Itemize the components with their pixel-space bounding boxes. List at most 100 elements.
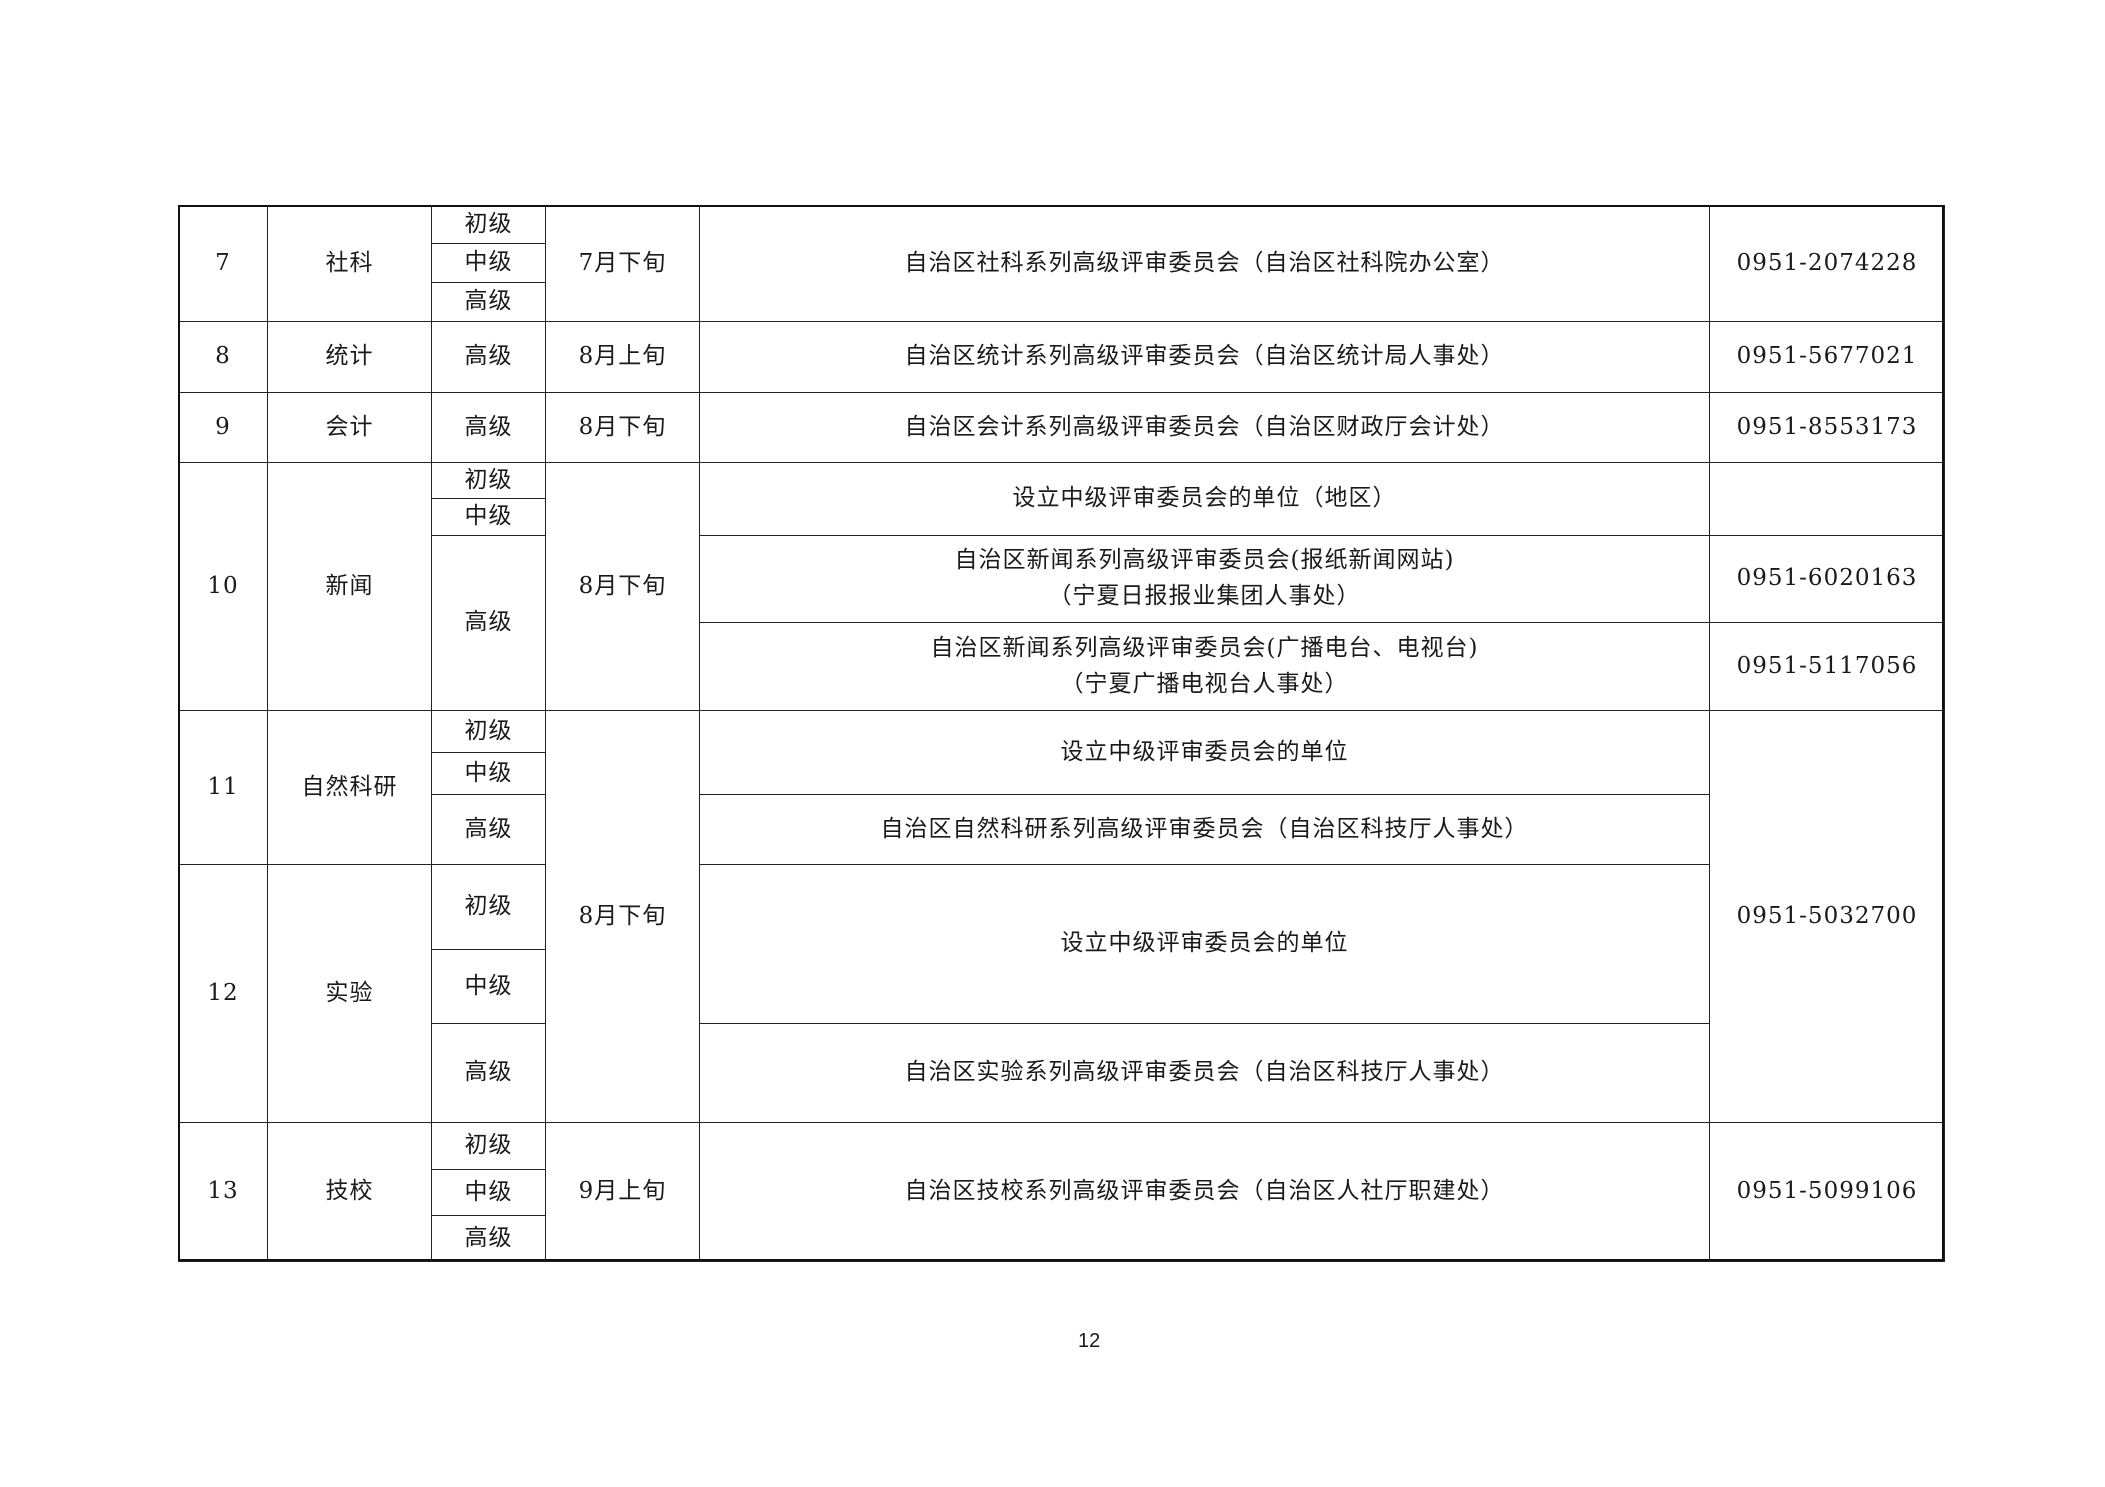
- level: 初级: [464, 893, 513, 920]
- field-name: 统计: [325, 343, 374, 370]
- level-cell: 高级: [431, 1023, 546, 1123]
- review-date-cell: 8月上旬: [545, 321, 700, 393]
- row-number: 8: [215, 343, 231, 370]
- review-date: 8月下旬: [578, 413, 667, 440]
- review-body-cell: 自治区新闻系列高级评审委员会(广播电台、电视台) （宁夏广播电视台人事处）: [699, 622, 1710, 711]
- phone: 0951-6020163: [1736, 565, 1918, 592]
- row-number: 13: [207, 1178, 239, 1205]
- review-body-cell: 自治区社科系列高级评审委员会（自治区社科院办公室）: [699, 205, 1710, 322]
- level-cell: 中级: [431, 949, 546, 1024]
- page-number: 12: [1078, 1330, 1101, 1352]
- field-name: 会计: [325, 413, 374, 440]
- phone-cell: 0951-5117056: [1709, 622, 1945, 711]
- level: 中级: [464, 503, 513, 530]
- review-body: 自治区社科系列高级评审委员会（自治区社科院办公室）: [904, 249, 1505, 276]
- review-date: 8月上旬: [578, 343, 667, 370]
- phone-cell: 0951-5677021: [1709, 321, 1945, 393]
- phone: 0951-2074228: [1736, 249, 1918, 276]
- field-name: 技校: [325, 1178, 374, 1205]
- level: 高级: [464, 288, 513, 315]
- level: 高级: [464, 609, 513, 636]
- review-date: 8月下旬: [578, 572, 667, 599]
- row-number-cell: 7: [178, 205, 268, 322]
- field-name: 实验: [325, 979, 374, 1006]
- review-body: 自治区实验系列高级评审委员会（自治区科技厅人事处）: [904, 1059, 1505, 1086]
- field-name-cell: 实验: [267, 864, 432, 1123]
- review-body: 自治区技校系列高级评审委员会（自治区人社厅职建处）: [904, 1178, 1505, 1205]
- review-body-cell: 自治区会计系列高级评审委员会（自治区财政厅会计处）: [699, 392, 1710, 463]
- phone-cell: 0951-5099106: [1709, 1122, 1945, 1262]
- field-name: 新闻: [325, 572, 374, 599]
- level-cell: 高级: [431, 282, 546, 322]
- field-name: 社科: [325, 249, 374, 276]
- review-date-cell: 8月下旬: [545, 710, 700, 1123]
- level: 高级: [464, 1059, 513, 1086]
- field-name: 自然科研: [301, 773, 398, 800]
- field-name-cell: 统计: [267, 321, 432, 393]
- phone: 0951-8553173: [1736, 413, 1918, 440]
- phone-cell: 0951-8553173: [1709, 392, 1945, 463]
- level-cell: 高级: [431, 1215, 546, 1262]
- row-number: 9: [215, 413, 231, 440]
- review-body: 设立中级评审委员会的单位: [1060, 930, 1349, 957]
- level-cell: 高级: [431, 392, 546, 463]
- phone: 0951-5099106: [1736, 1178, 1918, 1205]
- level-cell: 初级: [431, 462, 546, 499]
- row-number: 10: [207, 572, 239, 599]
- review-body: 自治区新闻系列高级评审委员会(报纸新闻网站) （宁夏日报报业集团人事处）: [954, 547, 1455, 609]
- row-number: 7: [215, 249, 231, 276]
- level: 中级: [464, 972, 513, 999]
- level-cell: 高级: [431, 321, 546, 393]
- level-cell: 高级: [431, 794, 546, 865]
- row-number-cell: 9: [178, 392, 268, 463]
- row-number-cell: 13: [178, 1122, 268, 1262]
- review-body: 自治区统计系列高级评审委员会（自治区统计局人事处）: [904, 343, 1505, 370]
- review-date-cell: 7月下旬: [545, 205, 700, 322]
- level-cell: 中级: [431, 752, 546, 795]
- row-number-cell: 8: [178, 321, 268, 393]
- level-cell: 中级: [431, 243, 546, 283]
- review-body: 自治区会计系列高级评审委员会（自治区财政厅会计处）: [904, 413, 1505, 440]
- phone-cell: [1709, 462, 1945, 536]
- level: 初级: [464, 1132, 513, 1159]
- level: 初级: [464, 466, 513, 493]
- review-body-cell: 自治区统计系列高级评审委员会（自治区统计局人事处）: [699, 321, 1710, 393]
- phone-cell: 0951-6020163: [1709, 535, 1945, 623]
- level-cell: 中级: [431, 498, 546, 536]
- review-body: 自治区新闻系列高级评审委员会(广播电台、电视台) （宁夏广播电视台人事处）: [930, 634, 1479, 697]
- level-cell: 初级: [431, 205, 546, 244]
- review-body: 设立中级评审委员会的单位（地区）: [1012, 485, 1397, 512]
- row-number-cell: 12: [178, 864, 268, 1123]
- review-body: 自治区自然科研系列高级评审委员会（自治区科技厅人事处）: [880, 815, 1529, 842]
- review-body: 设立中级评审委员会的单位: [1060, 738, 1349, 765]
- phone-cell: 0951-2074228: [1709, 205, 1945, 322]
- row-number-cell: 11: [178, 710, 268, 865]
- review-body-cell: 设立中级评审委员会的单位（地区）: [699, 462, 1710, 536]
- level: 初级: [464, 717, 513, 744]
- review-body-cell: 自治区技校系列高级评审委员会（自治区人社厅职建处）: [699, 1122, 1710, 1262]
- review-date-cell: 9月上旬: [545, 1122, 700, 1262]
- level-cell: 高级: [431, 535, 546, 711]
- level: 高级: [464, 413, 513, 440]
- field-name-cell: 新闻: [267, 462, 432, 711]
- level: 高级: [464, 343, 513, 370]
- review-body-cell: 设立中级评审委员会的单位: [699, 710, 1710, 795]
- row-number: 11: [207, 773, 239, 800]
- level-cell: 初级: [431, 710, 546, 753]
- level: 初级: [464, 210, 513, 237]
- phone: 0951-5032700: [1736, 902, 1918, 929]
- field-name-cell: 技校: [267, 1122, 432, 1262]
- phone: 0951-5677021: [1736, 343, 1918, 370]
- level-cell: 初级: [431, 1122, 546, 1170]
- review-body-cell: 设立中级评审委员会的单位: [699, 864, 1710, 1024]
- field-name-cell: 社科: [267, 205, 432, 322]
- level: 中级: [464, 759, 513, 786]
- phone-cell: 0951-5032700: [1709, 710, 1945, 1123]
- review-date: 7月下旬: [578, 249, 667, 276]
- row-number-cell: 10: [178, 462, 268, 711]
- field-name-cell: 会计: [267, 392, 432, 463]
- review-date: 8月下旬: [578, 902, 667, 929]
- field-name-cell: 自然科研: [267, 710, 432, 865]
- review-date-cell: 8月下旬: [545, 392, 700, 463]
- level: 中级: [464, 1178, 513, 1205]
